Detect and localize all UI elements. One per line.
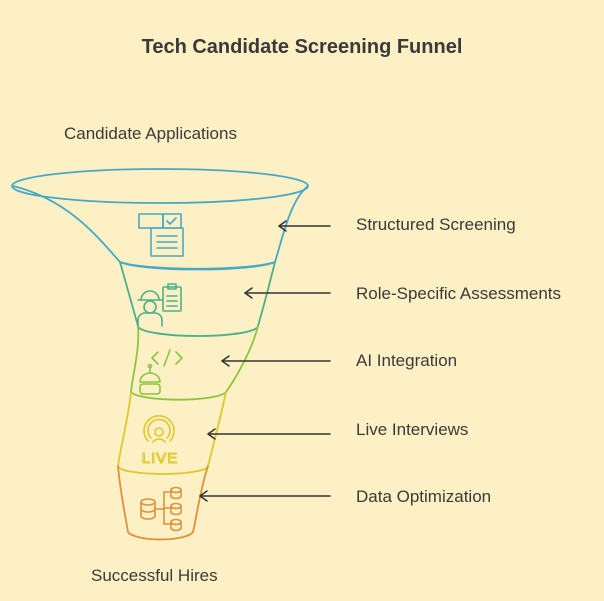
diagram-title: Tech Candidate Screening Funnel bbox=[141, 36, 463, 58]
funnel-segment-data-optimization bbox=[117, 465, 209, 541]
robot-code-icon bbox=[139, 349, 183, 395]
stage-label-live-interviews: Live Interviews bbox=[356, 420, 469, 439]
checklist-document-icon bbox=[138, 213, 184, 257]
funnel-segment-role-specific-assessments bbox=[119, 261, 276, 337]
live-broadcast-icon bbox=[143, 415, 175, 443]
stage-label-data-optimization: Data Optimization bbox=[356, 487, 492, 506]
arrow-structured-screening bbox=[278, 220, 331, 232]
stage-label-role-specific-assessments: Role-Specific Assessments bbox=[356, 284, 562, 303]
arrow-ai-integration bbox=[221, 355, 331, 367]
stage-label-ai-integration: AI Integration bbox=[356, 351, 458, 370]
live-badge-text: LIVE bbox=[142, 450, 179, 467]
funnel-segment-ai-integration bbox=[130, 325, 259, 401]
stage-label-structured-screening: Structured Screening bbox=[356, 215, 516, 234]
funnel-segment-structured-screening bbox=[11, 168, 309, 271]
worker-clipboard-icon bbox=[137, 283, 182, 327]
funnel-output-label: Successful Hires bbox=[91, 566, 218, 585]
funnel-input-label: Candidate Applications bbox=[64, 124, 237, 143]
arrow-live-interviews bbox=[207, 428, 331, 440]
arrow-data-optimization bbox=[199, 490, 331, 502]
arrow-role-specific-assessments bbox=[244, 287, 331, 299]
database-hierarchy-icon bbox=[140, 486, 182, 532]
